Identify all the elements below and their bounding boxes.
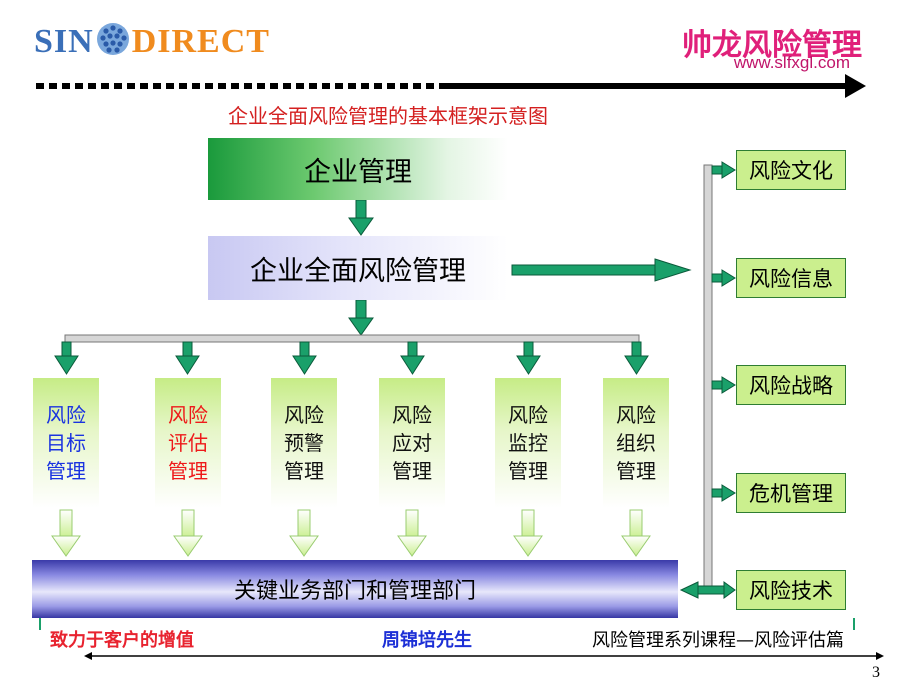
module-line: 管理	[46, 459, 86, 483]
module-line: 风险	[46, 403, 86, 427]
module-risk-objective: 风险 目标 管理	[33, 378, 99, 508]
module-risk-organization: 风险 组织 管理	[603, 378, 669, 508]
light-arrow-down-icon	[621, 509, 651, 557]
arrow-right-icon	[711, 376, 736, 394]
module-line: 风险	[168, 403, 208, 427]
arrow-right-icon	[511, 258, 692, 282]
arrow-down-icon	[624, 341, 649, 375]
sinodirect-logo: SIN DIRECT	[34, 23, 270, 60]
module-line: 管理	[284, 459, 324, 483]
module-line: 管理	[392, 459, 432, 483]
arrow-down-icon	[348, 199, 374, 236]
module-line: 风险	[508, 403, 548, 427]
side-spine	[703, 164, 713, 594]
module-line: 应对	[392, 431, 432, 455]
module-line: 风险	[284, 403, 324, 427]
module-line: 管理	[508, 459, 548, 483]
arrow-down-icon	[175, 341, 200, 375]
light-arrow-down-icon	[173, 509, 203, 557]
module-line: 管理	[168, 459, 208, 483]
distribution-bar	[64, 334, 640, 343]
arrow-right-icon	[711, 484, 736, 502]
module-line: 风险	[392, 403, 432, 427]
diagram-title: 企业全面风险管理的基本框架示意图	[228, 104, 548, 128]
module-line: 预警	[284, 431, 324, 455]
light-arrow-down-icon	[51, 509, 81, 557]
light-arrow-down-icon	[513, 509, 543, 557]
arrow-down-icon	[292, 341, 317, 375]
arrow-down-icon	[400, 341, 425, 375]
module-line: 监控	[508, 431, 548, 455]
brand-name: 帅龙风险管理	[682, 28, 862, 63]
side-item-risk-strategy: 风险战略	[736, 365, 846, 405]
module-risk-monitoring: 风险 监控 管理	[495, 378, 561, 508]
footer-slogan: 致力于客户的增值	[50, 630, 194, 651]
side-item-crisis-management: 危机管理	[736, 473, 846, 513]
side-item-risk-culture: 风险文化	[736, 150, 846, 190]
arrow-down-icon	[516, 341, 541, 375]
header-divider-arrow	[36, 74, 866, 98]
light-arrow-down-icon	[289, 509, 319, 557]
page-number: 3	[872, 664, 880, 681]
arrow-right-icon	[711, 269, 736, 287]
footer-author: 周锦培先生	[382, 630, 472, 651]
light-arrow-down-icon	[397, 509, 427, 557]
arrow-right-icon	[711, 161, 736, 179]
erm-box: 企业全面风险管理	[208, 236, 508, 300]
module-line: 风险	[616, 403, 656, 427]
enterprise-management-box: 企业管理	[208, 138, 508, 200]
module-risk-response: 风险 应对 管理	[379, 378, 445, 508]
arrow-down-icon	[54, 341, 79, 375]
arrow-down-icon	[348, 299, 374, 336]
module-line: 目标	[46, 431, 86, 455]
module-risk-warning: 风险 预警 管理	[271, 378, 337, 508]
footer-course: 风险管理系列课程—风险评估篇	[592, 630, 844, 651]
module-line: 管理	[616, 459, 656, 483]
module-line: 组织	[616, 431, 656, 455]
globe-logo-icon	[96, 23, 129, 55]
module-risk-assessment: 风险 评估 管理	[155, 378, 221, 508]
departments-bar: 关键业务部门和管理部门	[32, 560, 678, 618]
brand-url: www.slfxgl.com	[733, 53, 850, 72]
double-arrow-icon	[679, 581, 736, 599]
side-item-risk-information: 风险信息	[736, 258, 846, 298]
footer-divider	[84, 652, 884, 660]
module-line: 评估	[168, 431, 208, 455]
side-item-risk-technology: 风险技术	[736, 570, 846, 610]
